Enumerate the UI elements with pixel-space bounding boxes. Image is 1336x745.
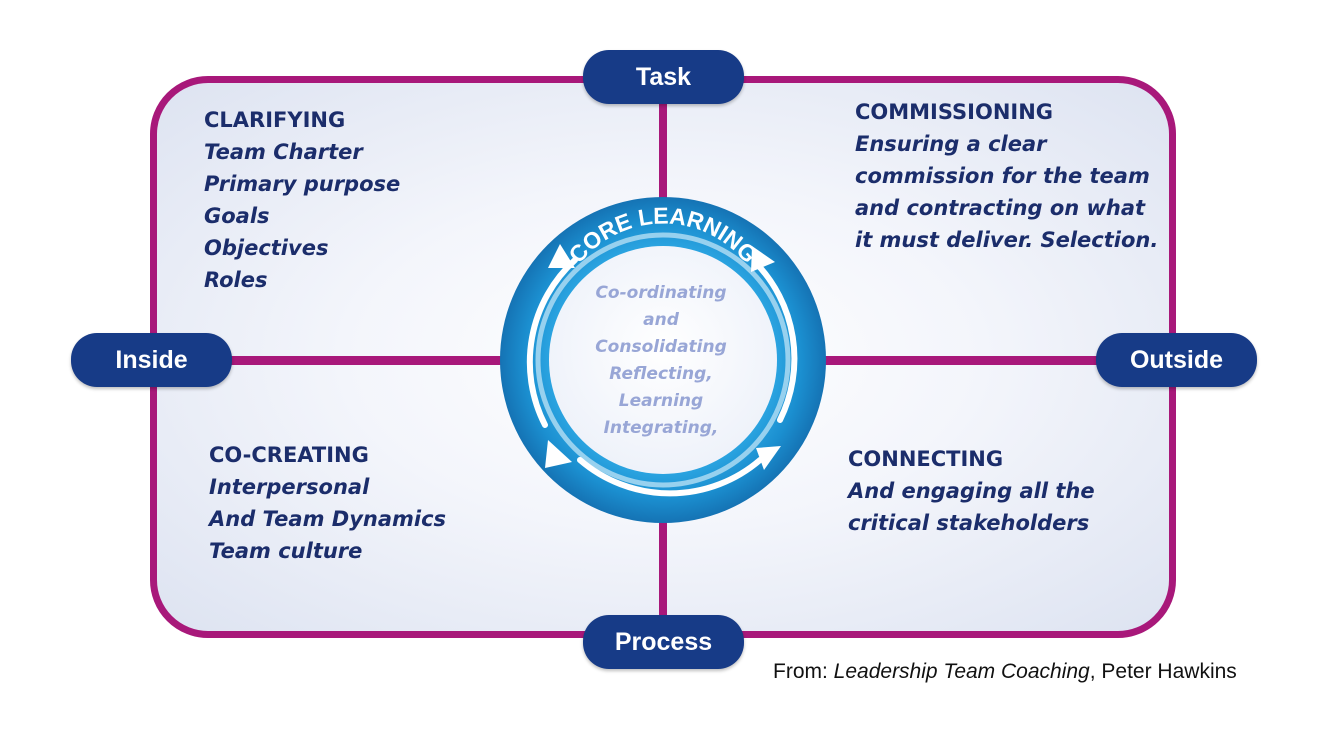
quadrant-line: Ensuring a clear — [855, 132, 1047, 156]
quadrant-heading: CONNECTING — [848, 447, 1004, 471]
axis-label-outside: Outside — [1096, 333, 1257, 387]
quadrant-line: Goals — [204, 204, 270, 228]
core-activity: and — [643, 310, 679, 330]
quadrant-line: And Team Dynamics — [209, 507, 447, 531]
arrow-right — [752, 259, 798, 423]
arrow-bottom — [577, 457, 763, 497]
arrowhead-icon — [751, 246, 775, 272]
quadrant-commissioning: COMMISSIONING Ensuring a clear commissio… — [855, 96, 1158, 256]
quadrant-connecting: CONNECTING And engaging all the critical… — [848, 443, 1095, 539]
axis-label-inside: Inside — [71, 333, 232, 387]
quadrant-heading: COMMISSIONING — [855, 100, 1054, 124]
quadrant-line: commission for the team — [855, 164, 1150, 188]
ring-highlight — [535, 232, 791, 488]
quadrant-line: and contracting on what — [855, 196, 1146, 220]
quadrant-line: Interpersonal — [209, 475, 370, 499]
source-credit: From: Leadership Team Coaching, Peter Ha… — [773, 660, 1237, 684]
arrowhead-icon — [545, 440, 572, 468]
inner-disc — [549, 246, 777, 474]
core-activity: Learning — [618, 391, 704, 411]
credit-separator: , — [1089, 660, 1102, 683]
quadrant-heading: CLARIFYING — [204, 108, 346, 132]
credit-author: Peter Hawkins — [1101, 660, 1237, 683]
arrow-left — [526, 257, 578, 428]
quadrant-line: it must deliver. Selection. — [855, 228, 1159, 252]
core-activity: Co-ordinating — [595, 283, 727, 303]
core-learning-activities: Co-ordinating and Consolidating Reflecti… — [561, 280, 761, 442]
core-activity: Consolidating — [595, 337, 727, 357]
credit-prefix: From: — [773, 660, 834, 683]
arrowhead-icon — [548, 244, 575, 268]
quadrant-line: Team culture — [209, 539, 363, 563]
arrow-heads — [545, 244, 781, 470]
credit-book-title: Leadership Team Coaching — [833, 660, 1090, 683]
cycle-arrows — [526, 257, 798, 497]
core-activity: Integrating, — [603, 418, 719, 438]
quadrant-clarifying: CLARIFYING Team Charter Primary purpose … — [204, 104, 400, 296]
quadrant-heading: CO-CREATING — [209, 443, 369, 467]
quadrant-co-creating: CO-CREATING Interpersonal And Team Dynam… — [209, 439, 446, 567]
quadrant-line: Roles — [204, 268, 268, 292]
quadrant-line: critical stakeholders — [848, 511, 1090, 535]
axis-label-task: Task — [583, 50, 744, 104]
arrowhead-icon — [756, 446, 781, 470]
core-activity: Reflecting, — [609, 364, 713, 384]
axis-label-process: Process — [583, 615, 744, 669]
quadrant-line: Primary purpose — [204, 172, 401, 196]
quadrant-line: Objectives — [204, 236, 329, 260]
quadrant-line: And engaging all the — [848, 479, 1095, 503]
quadrant-line: Team Charter — [204, 140, 363, 164]
